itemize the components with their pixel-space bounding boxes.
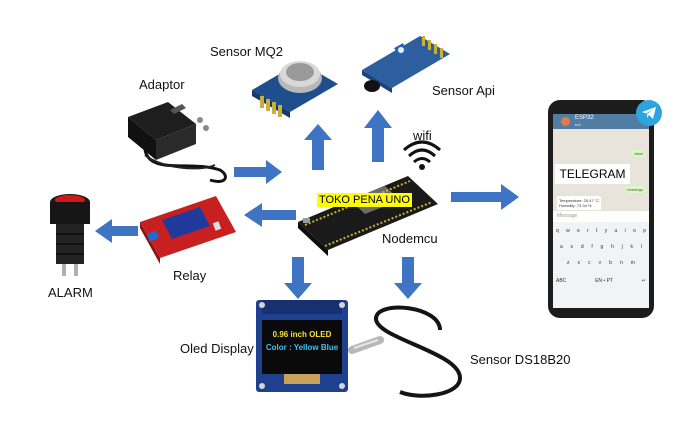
key[interactable]: a <box>560 244 563 250</box>
key-enter[interactable]: ↵ <box>641 278 646 284</box>
message-readings: /readings <box>624 186 645 193</box>
key[interactable]: g <box>600 244 604 250</box>
telegram-big-label: TELEGRAM <box>555 164 630 184</box>
keyboard-row-3: z x c v b n m <box>567 260 635 270</box>
key[interactable]: p <box>643 228 646 234</box>
key[interactable]: c <box>588 260 591 266</box>
label-oled-display: Oled Display <box>180 341 254 356</box>
arrow-nodemcu-to-relay <box>244 203 296 227</box>
label-adaptor: Adaptor <box>139 77 185 92</box>
oled-line1: 0.96 inch OLED <box>273 330 332 339</box>
message-input[interactable]: Message <box>553 211 649 222</box>
label-sensor-api: Sensor Api <box>432 83 495 98</box>
key[interactable]: b <box>609 260 612 266</box>
relay-image <box>140 196 236 264</box>
label-toko-pena-uno: TOKO PENA UNO <box>317 193 412 207</box>
phone-screen: ESP32 bot /start TELEGRAM /readings Temp… <box>553 114 649 308</box>
key[interactable]: u <box>614 228 618 234</box>
key[interactable]: n <box>619 260 623 266</box>
adaptor-image <box>128 102 227 183</box>
reading-temperature: Temperature: 25.47 °C <box>559 198 600 203</box>
alarm-image <box>50 194 90 276</box>
key[interactable]: l <box>640 244 642 250</box>
key[interactable]: s <box>570 244 574 250</box>
key[interactable]: q <box>556 228 559 234</box>
arrow-nodemcu-to-oled <box>284 257 312 299</box>
chat-subtitle: bot <box>575 122 581 127</box>
message-start: /start <box>632 150 645 157</box>
label-alarm: ALARM <box>48 285 93 300</box>
chat-avatar <box>561 117 570 126</box>
label-sensor-ds18b20: Sensor DS18B20 <box>470 352 571 367</box>
keyboard: q w e r t y u i o p a s d f g h j k l <box>553 222 649 308</box>
key[interactable]: r <box>587 228 589 234</box>
keyboard-row-1: q w e r t y u i o p <box>556 228 646 238</box>
label-relay: Relay <box>173 268 207 283</box>
key[interactable]: w <box>566 228 570 234</box>
key[interactable]: m <box>630 260 635 266</box>
key[interactable]: z <box>567 260 570 266</box>
sensor-mq2-image <box>252 61 338 118</box>
label-sensor-mq2: Sensor MQ2 <box>210 44 283 59</box>
arrow-nodemcu-to-ds18b20 <box>394 257 422 299</box>
key[interactable]: d <box>580 244 584 250</box>
arrow-relay-to-alarm <box>95 219 138 243</box>
key[interactable]: e <box>577 228 580 234</box>
key-abc[interactable]: ABC <box>556 278 567 284</box>
key[interactable]: v <box>598 260 602 266</box>
key[interactable]: h <box>611 244 614 250</box>
key[interactable]: o <box>633 228 636 234</box>
arrow-nodemcu-to-telegram <box>451 184 519 210</box>
key[interactable]: k <box>630 244 634 250</box>
label-nodemcu: Nodemcu <box>382 231 438 246</box>
keyboard-row-bottom: ABC EN • PT ↵ <box>556 278 646 288</box>
arrow-nodemcu-to-api <box>364 110 392 162</box>
key[interactable]: x <box>577 260 581 266</box>
key[interactable]: j <box>621 244 623 250</box>
reading-humidity: Humidity: 73.34 % <box>559 203 592 208</box>
telegram-header: ESP32 bot <box>553 114 649 129</box>
key[interactable]: t <box>596 228 598 234</box>
phone-telegram: ESP32 bot /start TELEGRAM /readings Temp… <box>548 100 654 318</box>
key[interactable]: f <box>591 244 593 250</box>
arrow-adaptor-to-nodemcu <box>234 160 282 184</box>
oled-line2: Color : Yellow Blue <box>266 343 339 352</box>
arrow-nodemcu-to-mq2 <box>304 124 332 170</box>
sensor-ds18b20-image <box>348 305 463 398</box>
message-reading-reply: Temperature: 25.47 °C Humidity: 73.34 % <box>557 196 602 210</box>
label-wifi: wifi <box>413 128 432 143</box>
keyboard-row-2: a s d f g h j k l <box>560 244 642 254</box>
telegram-logo-icon <box>636 100 662 126</box>
chat-title: ESP32 <box>575 115 594 121</box>
key[interactable]: y <box>604 228 608 234</box>
sensor-api-image <box>362 36 450 93</box>
key[interactable]: i <box>624 228 626 234</box>
key-language[interactable]: EN • PT <box>595 278 613 284</box>
wifi-icon <box>403 140 441 170</box>
oled-display-image: 0.96 inch OLED Color : Yellow Blue <box>256 300 348 392</box>
